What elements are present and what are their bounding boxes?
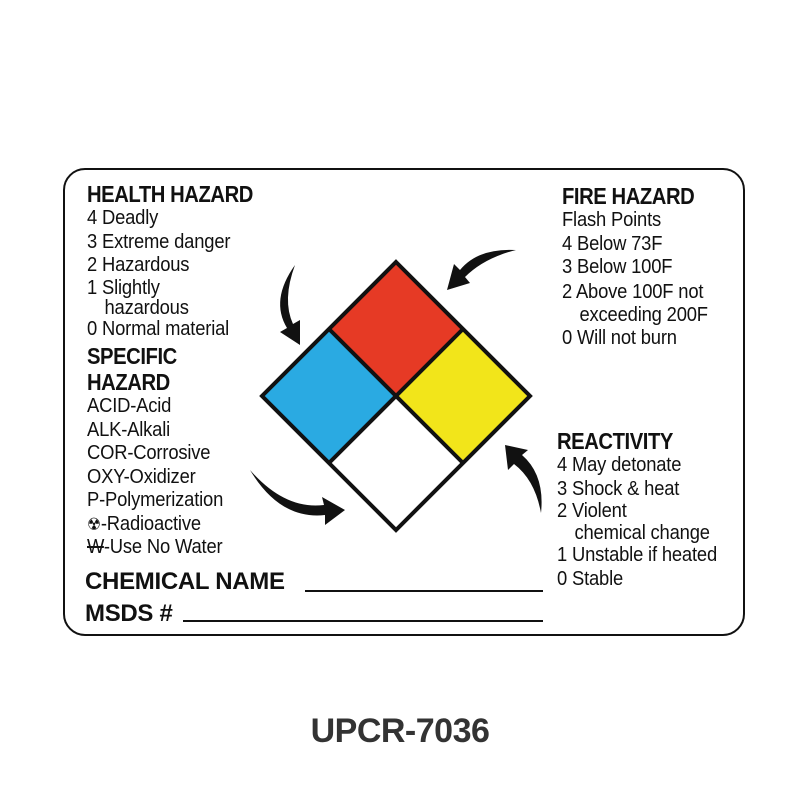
specific-hazard-title: SPECIFIC [87, 343, 177, 369]
health-item: 3 Extreme danger [87, 230, 231, 253]
specific-item: P-Polymerization [87, 489, 224, 511]
reactivity-item: chemical change [574, 522, 710, 544]
specific-item: ACID-Acid [87, 395, 172, 417]
reactivity-item: 2 Violent [557, 500, 627, 522]
reactivity-item: 1 Unstable if heated [557, 544, 717, 566]
arrow-to-health-icon [280, 265, 300, 345]
no-water-label: -Use No Water [103, 536, 223, 558]
health-item: 0 Normal material [87, 317, 230, 340]
reactivity-item: 4 May detonate [557, 454, 682, 476]
arrow-to-fire-icon [447, 249, 516, 290]
radioactive-icon: ☢ [87, 514, 101, 534]
specific-hazard-title: HAZARD [87, 369, 170, 395]
health-hazard-title: HEALTH HAZARD [87, 181, 253, 207]
chemical-name-line[interactable] [305, 590, 543, 592]
arrow-to-reactivity-icon [505, 445, 542, 513]
fire-item: 2 Above 100F not [562, 280, 704, 303]
radioactive-label: -Radioactive [100, 512, 201, 535]
chemical-name-label: CHEMICAL NAME [85, 568, 285, 595]
fire-item: exceeding 200F [579, 303, 708, 326]
specific-item: ALK-Alkali [87, 418, 171, 441]
health-item: 2 Hazardous [87, 254, 190, 276]
reactivity-item: 3 Shock & heat [557, 477, 680, 500]
fire-hazard-title: FIRE HAZARD [562, 183, 695, 209]
reactivity-section: REACTIVITY 4 May detonate 3 Shock & heat… [557, 428, 731, 591]
health-item: 1 Slightly [87, 276, 160, 299]
health-item: hazardous [104, 296, 189, 319]
nfpa-label [63, 168, 745, 636]
no-water-icon: W [87, 536, 104, 558]
specific-item: W-Use No Water [87, 536, 260, 560]
specific-item: OXY-Oxidizer [87, 465, 196, 488]
product-code: UPCR-7036 [310, 712, 490, 750]
msds-label: MSDS # [85, 600, 173, 627]
health-hazard-section: HEALTH HAZARD 4 Deadly 3 Extreme danger … [87, 181, 276, 560]
health-item: 4 Deadly [87, 207, 159, 229]
fire-item: 0 Will not burn [562, 326, 677, 349]
reactivity-item: 0 Stable [557, 567, 624, 590]
fire-item: 4 Below 73F [562, 232, 663, 255]
reactivity-title: REACTIVITY [557, 428, 673, 454]
arrow-icons [250, 249, 542, 525]
specific-item: COR-Corrosive [87, 442, 211, 464]
msds-line[interactable] [183, 620, 543, 622]
specific-item: ☢-Radioactive [87, 513, 260, 537]
arrow-to-specific-icon [250, 470, 345, 525]
fire-item: Flash Points [562, 209, 662, 231]
fire-hazard-section: FIRE HAZARD Flash Points 4 Below 73F 3 B… [562, 183, 721, 350]
fire-item: 3 Below 100F [562, 256, 673, 278]
